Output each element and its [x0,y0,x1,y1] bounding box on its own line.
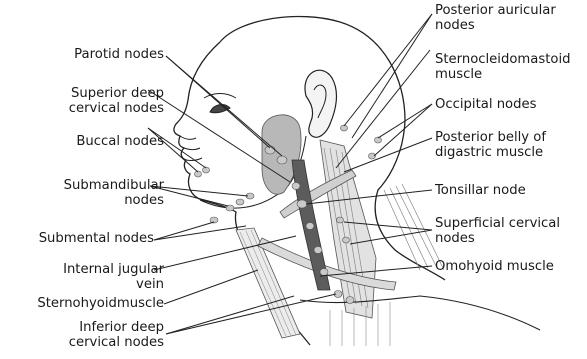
node-parotid-1 [265,146,275,154]
label-superior-deep-cervical-nodes: Superior deep cervical nodes [69,86,164,116]
label-sternohyoid-muscle: Sternohyoidmuscle [37,296,164,311]
label-tonsillar-node: Tonsillar node [435,183,526,198]
node-tonsillar [297,200,307,208]
node-deep-3 [314,247,322,254]
label-submental-nodes: Submental nodes [39,231,154,246]
label-occipital-nodes: Occipital nodes [435,97,536,112]
label-omohyoid-muscle: Omohyoid muscle [435,259,554,274]
label-inferior-deep-cervical-nodes: Inferior deep cervical nodes [69,320,164,350]
label-parotid-nodes: Parotid nodes [74,47,164,62]
node-deep-1 [292,183,300,190]
label-sternocleidomastoid-muscle: Sternocleidomastoid muscle [435,52,570,82]
label-posterior-auricular-nodes: Posterior auricular nodes [435,3,556,33]
label-submandibular-nodes: Submandibular nodes [64,178,164,208]
node-superficial-2 [343,237,350,243]
label-superficial-cervical-nodes: Superficial cervical nodes [435,216,560,246]
node-parotid-2 [277,156,287,164]
node-inferior-deep-2 [346,297,354,304]
clavicle-region [300,296,540,330]
label-buccal-nodes: Buccal nodes [76,134,164,149]
ear [305,70,337,137]
sternocleidomastoid-muscle [320,140,376,318]
node-deep-4 [320,269,328,276]
node-deep-2 [306,223,314,230]
label-posterior-belly-digastric: Posterior belly of digastric muscle [435,130,546,160]
node-superficial-1 [337,217,344,223]
node-submandibular-2 [236,199,244,205]
face-profile [174,42,310,345]
label-internal-jugular-vein: Internal jugular vein [63,262,164,292]
